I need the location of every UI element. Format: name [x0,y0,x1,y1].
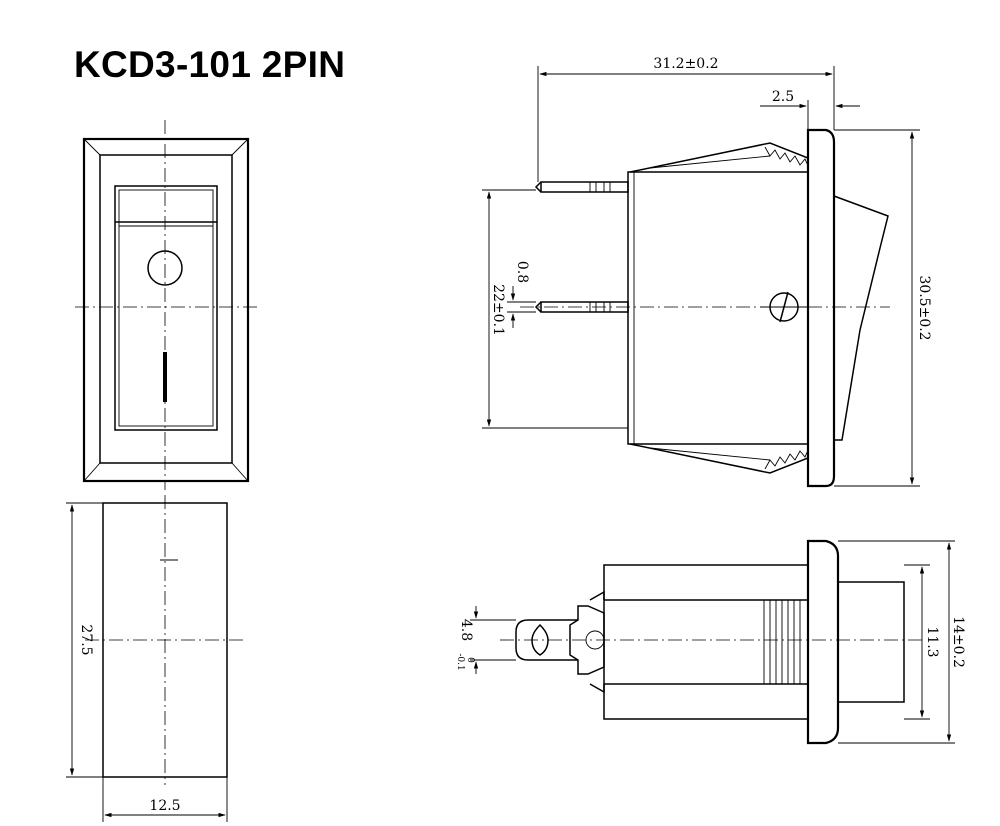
dim-terminal-width: 4.8 [458,619,474,641]
dim-terminal-tol-lower: -0.1 [455,653,465,670]
diagram-title: KCD3-101 2PIN [74,44,346,85]
dim-front-height: 27.5 [78,624,94,655]
front-view [75,120,257,490]
dim-pin-spacing: 22±0.1 [490,284,506,336]
dim-flange: 2.5 [772,89,794,105]
dim-flange-width: 14±0.2 [950,616,966,668]
dim-body-width: 11.3 [924,626,940,657]
dim-pin-thickness: 0.8 [514,261,530,283]
dim-height: 30.5±0.2 [916,275,932,340]
dim-front-width: 12.5 [149,798,180,814]
bottom-view: 27.5 12.5 [66,495,245,822]
dim-terminal-tol-upper: 0 [465,657,475,663]
side-view: 31.2±0.2 2.5 30.5±0.2 22±0.1 0.8 [482,56,932,488]
dim-overall-length: 31.2±0.2 [653,56,718,72]
top-view: 4.8 0 -0.1 11.3 14±0.2 [455,539,966,745]
